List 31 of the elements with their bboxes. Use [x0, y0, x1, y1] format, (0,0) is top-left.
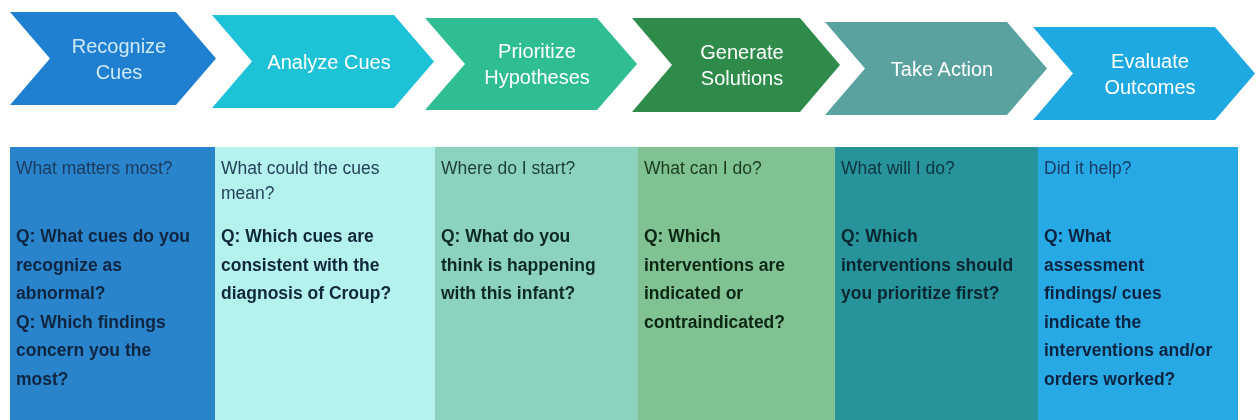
question-column — [638, 147, 835, 420]
step-label: Generate Solutions — [699, 40, 785, 91]
question-text: Q: Which cues are consistent with the diagnosis of Croup? — [221, 225, 393, 305]
question-text: Q: Which findings concern you the most? — [16, 310, 167, 391]
column-heading: What could the cues mean? — [221, 157, 381, 205]
question-column — [435, 147, 638, 420]
column-heading: Did it help? — [1044, 157, 1133, 180]
question-text: Q: What assessment findings/ cues indicate the interventions and/or orders worked? — [1044, 225, 1214, 391]
column-heading: Where do I start? — [441, 157, 577, 180]
question-text: Q: Which interventions are indicated or contraindicated? — [644, 225, 787, 334]
step-label: Recognize Cues — [70, 33, 168, 85]
question-text: Q: What cues do you recognize as abnormal? — [16, 225, 192, 305]
question-column — [10, 147, 215, 420]
chevron-step — [1033, 27, 1255, 120]
question-column — [1038, 147, 1238, 420]
column-heading: What will I do? — [841, 157, 956, 180]
chevron-step — [825, 22, 1047, 115]
step-label: Evaluate Outcomes — [1103, 48, 1197, 100]
question-column — [835, 147, 1038, 420]
chevron-step — [425, 18, 637, 110]
step-label: Prioritize Hypotheses — [483, 39, 591, 90]
question-text: Q: Which interventions should you prioritize first? — [841, 225, 1015, 305]
chevron-step — [212, 15, 434, 108]
question-text: Q: What do you think is happening with this infant? — [441, 225, 597, 305]
step-label: Take Action — [890, 56, 994, 82]
question-column — [215, 147, 435, 420]
chevron-step — [632, 18, 840, 112]
column-heading: What matters most? — [16, 157, 174, 180]
chevron-step — [10, 12, 216, 105]
column-heading: What can I do? — [644, 157, 763, 180]
step-label: Analyze Cues — [267, 49, 391, 75]
